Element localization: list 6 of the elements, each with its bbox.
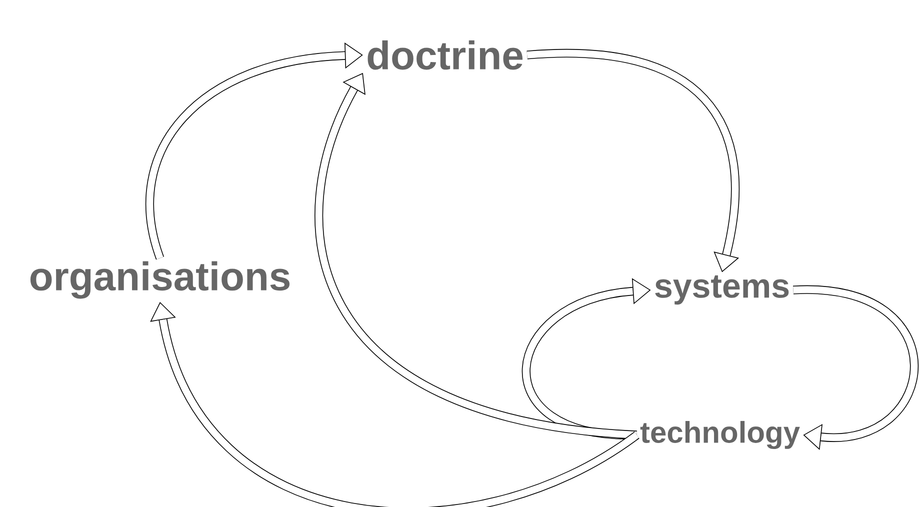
cycle-label: organisations bbox=[30, 261, 290, 299]
cycle-label: technology bbox=[640, 420, 800, 450]
ribbon-arrow bbox=[146, 42, 363, 260]
cycle-label: doctrine bbox=[368, 40, 523, 70]
cycle-label: systems bbox=[655, 275, 789, 305]
ribbon-arrow bbox=[793, 286, 918, 450]
